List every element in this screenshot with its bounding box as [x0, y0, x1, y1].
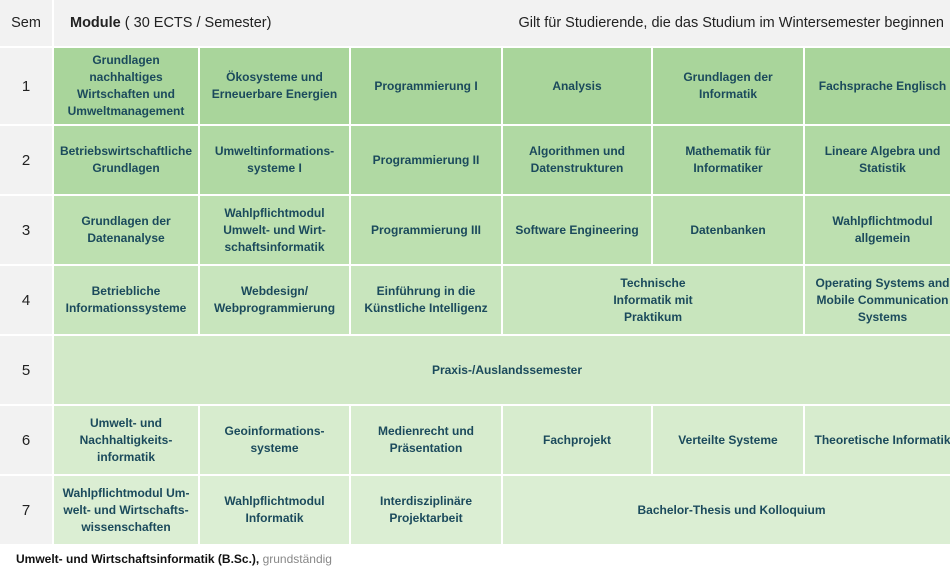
module-cell: Betriebswirtschaftliche Grundlagen — [54, 126, 198, 194]
module-cell: Grundlagen nachhaltiges Wirtschaften und… — [54, 48, 198, 124]
module-cell: Technische Informatik mit Praktikum — [503, 266, 803, 334]
module-cell: Bachelor-Thesis und Kolloquium — [503, 476, 950, 544]
semester-number: 3 — [0, 196, 52, 264]
module-cell: Verteilte Systeme — [653, 406, 803, 474]
semester-number: 5 — [0, 336, 52, 404]
semester-number: 1 — [0, 48, 52, 124]
module-cell: Grundlagen der Informatik — [653, 48, 803, 124]
program-caption: Umwelt- und Wirtschaftsinformatik (B.Sc.… — [16, 552, 950, 566]
module-cell: Fachsprache Englisch — [805, 48, 950, 124]
module-cell: Wahlpflichtmodul Um-welt- und Wirtschaft… — [54, 476, 198, 544]
program-name: Umwelt- und Wirtschaftsinformatik (B.Sc.… — [16, 552, 260, 566]
module-cell: Betriebliche Informationssysteme — [54, 266, 198, 334]
program-type: grundständig — [259, 552, 332, 566]
module-cell: Einführung in die Künstliche Intelligenz — [351, 266, 501, 334]
header-note: Gilt für Studierende, die das Studium im… — [518, 15, 944, 31]
curriculum-table: Sem Module ( 30 ECTS / Semester) Gilt fü… — [0, 0, 950, 544]
module-cell: Wahlpflichtmodul Informatik — [200, 476, 349, 544]
module-cell: Programmierung I — [351, 48, 501, 124]
module-cell: Datenbanken — [653, 196, 803, 264]
semester-number: 7 — [0, 476, 52, 544]
module-cell: Geoinformations-systeme — [200, 406, 349, 474]
module-cell: Grundlagen der Datenanalyse — [54, 196, 198, 264]
module-cell: Umwelt- und Nachhaltigkeits-informatik — [54, 406, 198, 474]
module-cell: Praxis-/Auslandssemester — [54, 336, 950, 404]
module-cell: Programmierung III — [351, 196, 501, 264]
module-cell: Algorithmen und Datenstrukturen — [503, 126, 651, 194]
module-cell: Mathematik für Informatiker — [653, 126, 803, 194]
module-cell: Interdisziplinäre Projektarbeit — [351, 476, 501, 544]
module-cell: Software Engineering — [503, 196, 651, 264]
module-header: Module ( 30 ECTS / Semester) Gilt für St… — [54, 0, 950, 46]
module-cell: Programmierung II — [351, 126, 501, 194]
semester-number: 6 — [0, 406, 52, 474]
module-title: Module ( 30 ECTS / Semester) — [70, 15, 272, 31]
module-cell: Wahlpflichtmodul allgemein — [805, 196, 950, 264]
module-cell: Umweltinformations-systeme I — [200, 126, 349, 194]
sem-header: Sem — [0, 0, 52, 46]
module-cell: Wahlpflichtmodul Umwelt- und Wirt-schaft… — [200, 196, 349, 264]
module-cell: Operating Systems and Mobile Communicati… — [805, 266, 950, 334]
module-cell: Fachprojekt — [503, 406, 651, 474]
module-cell: Analysis — [503, 48, 651, 124]
module-cell: Ökosysteme und Erneuerbare Energien — [200, 48, 349, 124]
module-cell: Theoretische Informatik — [805, 406, 950, 474]
semester-number: 4 — [0, 266, 52, 334]
module-cell: Medienrecht und Präsentation — [351, 406, 501, 474]
module-cell: Webdesign/ Webprogrammierung — [200, 266, 349, 334]
module-cell: Lineare Algebra und Statistik — [805, 126, 950, 194]
semester-number: 2 — [0, 126, 52, 194]
